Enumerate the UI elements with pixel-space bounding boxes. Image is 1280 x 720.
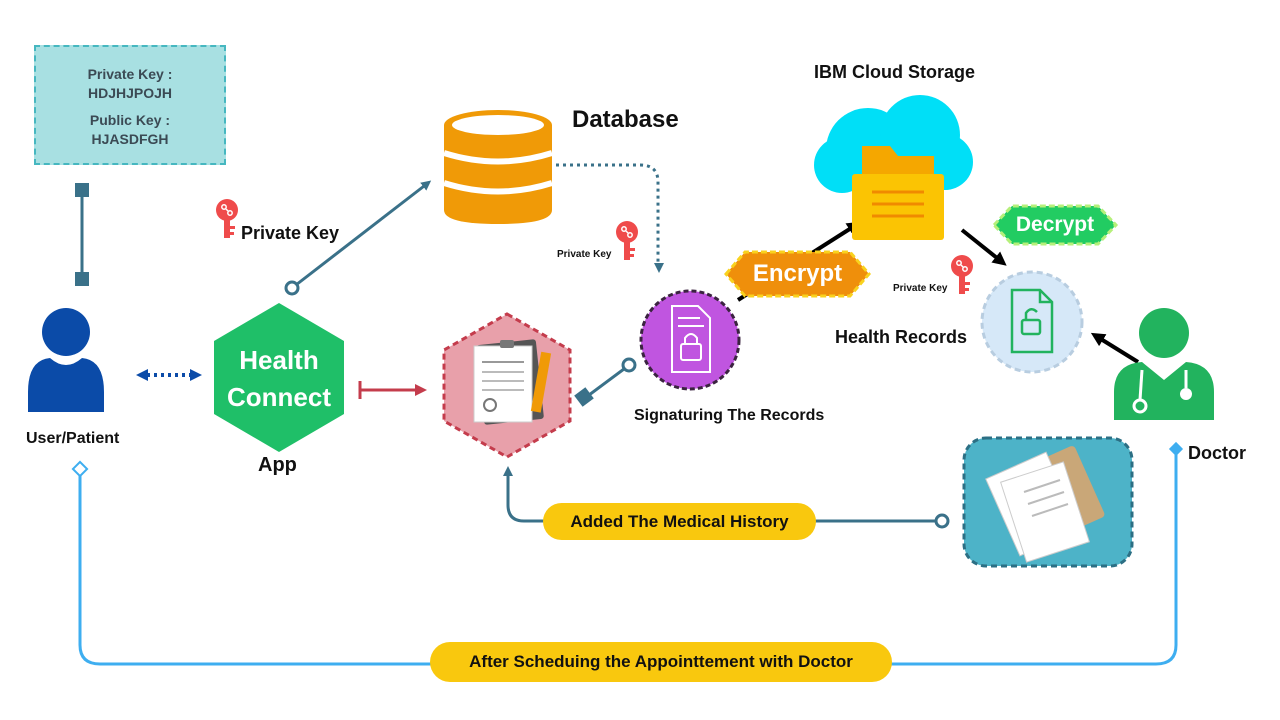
app-caption: App: [258, 454, 297, 476]
app-to-records-arrow: [358, 381, 427, 399]
health-records-icon: [980, 270, 1084, 374]
public-key-value: HJASDFGH: [91, 131, 169, 147]
cloud-storage-icon: [814, 95, 973, 240]
app-hexagon: [214, 303, 344, 452]
database-icon: [443, 110, 553, 224]
doctor-to-records-arrow: [1090, 332, 1140, 364]
records-private-key-icon: [950, 254, 974, 295]
encrypt-tag: [724, 250, 871, 298]
app-name: Health Connect: [214, 342, 344, 416]
user-icon: [28, 308, 104, 412]
public-key-label: Public Key :: [89, 112, 171, 128]
records-private-key-text: Private Key: [893, 283, 948, 294]
medical-documents-icon: [962, 436, 1134, 568]
database-to-signature-arrow: [556, 163, 664, 273]
health-records-label: Health Records: [835, 327, 968, 347]
keybox-connector: [75, 183, 89, 286]
doctor-icon: [1114, 308, 1214, 420]
appointment-pill: After Scheduing the Appointtement with D…: [430, 642, 892, 682]
medical-history-pill: Added The Medical History: [543, 503, 816, 540]
private-key-value: HDJHJPOJH: [87, 85, 173, 101]
doctor-label: Doctor: [1188, 443, 1246, 463]
encrypt-label: Encrypt: [752, 260, 843, 287]
db-private-key-icon: [615, 220, 639, 261]
medical-history-connector: [503, 466, 950, 529]
records-signature-connector: [574, 357, 637, 407]
user-label: User/Patient: [26, 430, 120, 447]
db-private-key-text: Private Key: [557, 249, 612, 260]
signature-icon: [639, 289, 741, 391]
private-key-icon: [215, 198, 239, 239]
records-hexagon: [442, 312, 572, 459]
app-to-database-arrow: [284, 180, 432, 296]
cloud-storage-label: IBM Cloud Storage: [814, 62, 975, 82]
signature-label: Signaturing The Records: [634, 407, 825, 424]
private-key-text: Private Key: [241, 223, 340, 243]
decrypt-label: Decrypt: [1015, 213, 1095, 236]
app-name-line2: Connect: [227, 382, 331, 412]
cloud-to-records-arrow: [960, 228, 1007, 266]
decrypt-tag: [991, 204, 1119, 246]
private-key-label: Private Key :: [87, 66, 173, 82]
app-name-line1: Health: [239, 345, 319, 375]
database-label: Database: [572, 106, 679, 133]
key-info-box: Private Key : HDJHJPOJH Public Key : HJA…: [34, 45, 226, 165]
